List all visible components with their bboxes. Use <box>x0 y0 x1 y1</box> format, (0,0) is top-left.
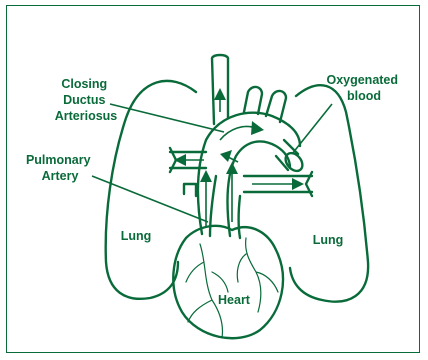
coronary-vessels <box>186 238 278 338</box>
aorta-top-vessel-2 <box>244 87 262 114</box>
right-lung-label: Lung <box>313 233 344 247</box>
oxygenated-blood-label: Oxygenated blood <box>326 73 401 103</box>
heart-outline <box>173 226 283 338</box>
aortic-arch-inner <box>228 141 290 236</box>
left-lung-label: Lung <box>121 229 152 243</box>
oxygenated-blood-leader <box>292 104 332 154</box>
right-lung-outline <box>290 85 368 301</box>
aortic-arch <box>198 113 300 234</box>
closing-ductus-label: Closing Ductus Arteriosus <box>55 77 118 123</box>
pulmonary-artery-label: Pulmonary Artery <box>26 153 94 183</box>
heart-label: Heart <box>218 293 251 307</box>
left-stub-vessel <box>184 184 196 196</box>
